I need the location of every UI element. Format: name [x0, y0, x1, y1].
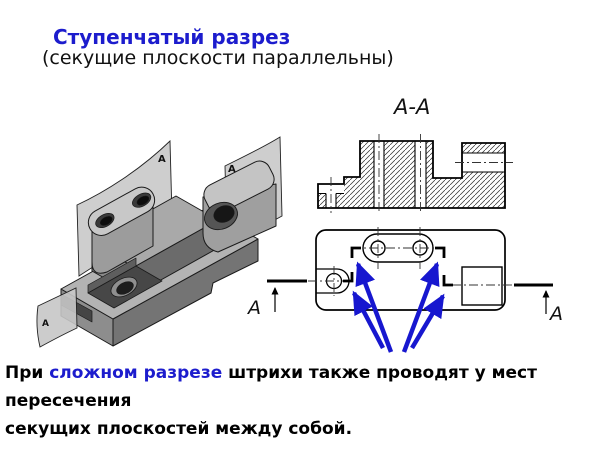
cutting-plane-fragment: А: [36, 287, 78, 348]
plan-outline: [315, 229, 506, 311]
footer-text: При сложном разрезе штрихи также проводя…: [5, 359, 599, 443]
section-body: [318, 141, 505, 208]
bore-hole: [204, 201, 238, 231]
section-arrow-left: А: [246, 279, 307, 319]
section-arrow-left-label: А: [246, 297, 261, 319]
cutting-plane-fragment-label: А: [42, 319, 49, 329]
right-boss-top: [203, 160, 275, 214]
section-line-bend-marks: [343, 246, 453, 287]
section-view: А-А: [317, 95, 513, 214]
plan-square: [461, 266, 503, 306]
section-inner-lines: [318, 141, 505, 208]
counterbore-hole: [110, 276, 138, 298]
footer-line-1: При сложном разрезе штрихи также проводя…: [5, 363, 537, 411]
section-centerlines: [330, 134, 513, 214]
footer-highlight: сложном разрезе: [49, 363, 223, 383]
obround-boss-top: [87, 186, 156, 236]
footer-line-2: секущих плоскостей между собой.: [5, 419, 353, 439]
page-subtitle: (секущие плоскости параллельны): [42, 47, 394, 69]
part-body: [60, 160, 277, 347]
cutting-plane-left-label: А: [158, 154, 166, 165]
section-arrow-right: А: [514, 283, 563, 325]
page-title: Ступенчатый разрез: [53, 25, 291, 49]
iso-view: А А: [36, 136, 283, 348]
plan-centerlines: [308, 227, 513, 296]
plan-view: А А: [246, 227, 563, 353]
callout-arrows: [352, 261, 445, 353]
section-view-label: А-А: [392, 95, 430, 119]
cutting-plane-right-label: А: [228, 164, 236, 175]
section-arrow-right-label: А: [548, 303, 563, 325]
